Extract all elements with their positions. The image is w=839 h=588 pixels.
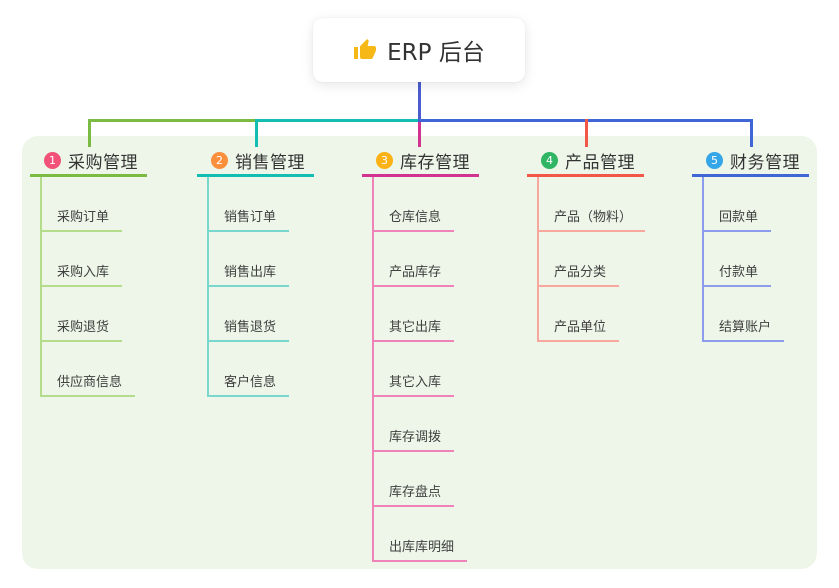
child-row: 客户信息 bbox=[207, 342, 290, 397]
branch-5: 5 财务管理回款单付款单结算账户 bbox=[692, 147, 839, 342]
child-node[interactable]: 销售订单 bbox=[207, 206, 290, 232]
child-node[interactable]: 产品分类 bbox=[537, 261, 620, 287]
bus-segment-branch-2 bbox=[255, 119, 418, 122]
child-row: 产品库存 bbox=[372, 232, 467, 287]
branch-node-4[interactable]: 4 产品管理 bbox=[527, 147, 644, 177]
child-node[interactable]: 产品单位 bbox=[537, 316, 620, 342]
child-row: 销售订单 bbox=[207, 177, 290, 232]
child-row: 库存盘点 bbox=[372, 452, 467, 507]
child-node[interactable]: 供应商信息 bbox=[40, 371, 136, 397]
branch-node-5[interactable]: 5 财务管理 bbox=[692, 147, 809, 177]
thumbs-up-icon bbox=[354, 39, 377, 59]
child-node[interactable]: 出库库明细 bbox=[372, 536, 468, 562]
child-node[interactable]: 付款单 bbox=[702, 261, 772, 287]
child-row: 其它入库 bbox=[372, 342, 467, 397]
child-row: 产品单位 bbox=[537, 287, 645, 342]
child-node[interactable]: 采购入库 bbox=[40, 261, 123, 287]
child-row: 供应商信息 bbox=[40, 342, 136, 397]
branch-node-3[interactable]: 3 库存管理 bbox=[362, 147, 479, 177]
branches-panel bbox=[22, 136, 817, 569]
branch-trunk-line bbox=[372, 177, 374, 562]
branch-children: 采购订单采购入库采购退货供应商信息 bbox=[40, 177, 136, 397]
branch-node-1[interactable]: 1 采购管理 bbox=[30, 147, 147, 177]
child-node[interactable]: 其它入库 bbox=[372, 371, 455, 397]
branch-children: 仓库信息产品库存其它出库其它入库库存调拨库存盘点出库库明细 bbox=[372, 177, 468, 562]
child-row: 仓库信息 bbox=[372, 177, 467, 232]
branch-label: 采购管理 bbox=[68, 153, 138, 173]
branch-trunk-line bbox=[702, 177, 704, 342]
branch-label: 财务管理 bbox=[730, 153, 800, 173]
branch-3: 3 库存管理仓库信息产品库存其它出库其它入库库存调拨库存盘点出库库明细 bbox=[362, 147, 532, 562]
branch-children: 产品（物料） 产品分类产品单位 bbox=[537, 177, 646, 342]
branch-label: 库存管理 bbox=[400, 153, 470, 173]
drop-line-branch-3 bbox=[418, 122, 421, 147]
drop-line-branch-4 bbox=[585, 119, 588, 147]
branch-node-2[interactable]: 2 销售管理 bbox=[197, 147, 314, 177]
branch-trunk-line bbox=[537, 177, 539, 342]
child-node[interactable]: 仓库信息 bbox=[372, 206, 455, 232]
root-connector-line bbox=[418, 82, 421, 122]
child-row: 采购订单 bbox=[40, 177, 135, 232]
branch-trunk-line bbox=[207, 177, 209, 397]
child-row: 销售出库 bbox=[207, 232, 290, 287]
child-node[interactable]: 库存调拨 bbox=[372, 426, 455, 452]
child-node[interactable]: 产品（物料） bbox=[537, 206, 646, 232]
child-row: 付款单 bbox=[702, 232, 784, 287]
child-row: 出库库明细 bbox=[372, 507, 468, 562]
root-node[interactable]: ERP 后台 bbox=[313, 18, 525, 82]
child-node[interactable]: 其它出库 bbox=[372, 316, 455, 342]
drop-line-branch-5 bbox=[750, 119, 753, 147]
child-node[interactable]: 回款单 bbox=[702, 206, 772, 232]
child-node[interactable]: 销售出库 bbox=[207, 261, 290, 287]
branch-4: 4 产品管理产品（物料） 产品分类产品单位 bbox=[527, 147, 697, 342]
child-row: 回款单 bbox=[702, 177, 784, 232]
branch-label: 产品管理 bbox=[565, 153, 635, 173]
branch-1: 1 采购管理采购订单采购入库采购退货供应商信息 bbox=[30, 147, 200, 397]
drop-line-branch-2 bbox=[255, 119, 258, 147]
branch-number-badge: 5 bbox=[706, 152, 723, 169]
drop-line-branch-1 bbox=[88, 119, 91, 147]
child-row: 采购退货 bbox=[40, 287, 135, 342]
child-row: 其它出库 bbox=[372, 287, 467, 342]
bus-segment-branch-1 bbox=[88, 119, 255, 122]
child-node[interactable]: 结算账户 bbox=[702, 316, 785, 342]
child-row: 产品分类 bbox=[537, 232, 645, 287]
child-node[interactable]: 客户信息 bbox=[207, 371, 290, 397]
branch-number-badge: 3 bbox=[376, 152, 393, 169]
branch-label: 销售管理 bbox=[235, 153, 305, 173]
branch-number-badge: 2 bbox=[211, 152, 228, 169]
child-row: 库存调拨 bbox=[372, 397, 467, 452]
branch-number-badge: 1 bbox=[44, 152, 61, 169]
child-row: 结算账户 bbox=[702, 287, 785, 342]
child-node[interactable]: 采购订单 bbox=[40, 206, 123, 232]
child-node[interactable]: 采购退货 bbox=[40, 316, 123, 342]
branch-children: 回款单付款单结算账户 bbox=[702, 177, 785, 342]
child-row: 采购入库 bbox=[40, 232, 135, 287]
child-node[interactable]: 销售退货 bbox=[207, 316, 290, 342]
child-row: 产品（物料） bbox=[537, 177, 646, 232]
branch-number-badge: 4 bbox=[541, 152, 558, 169]
branch-children: 销售订单销售出库销售退货客户信息 bbox=[207, 177, 290, 397]
child-node[interactable]: 产品库存 bbox=[372, 261, 455, 287]
branch-2: 2 销售管理销售订单销售出库销售退货客户信息 bbox=[197, 147, 367, 397]
child-node[interactable]: 库存盘点 bbox=[372, 481, 455, 507]
branch-trunk-line bbox=[40, 177, 42, 397]
root-label: ERP 后台 bbox=[387, 40, 485, 66]
thumbs-up-path bbox=[354, 39, 377, 59]
child-row: 销售退货 bbox=[207, 287, 290, 342]
